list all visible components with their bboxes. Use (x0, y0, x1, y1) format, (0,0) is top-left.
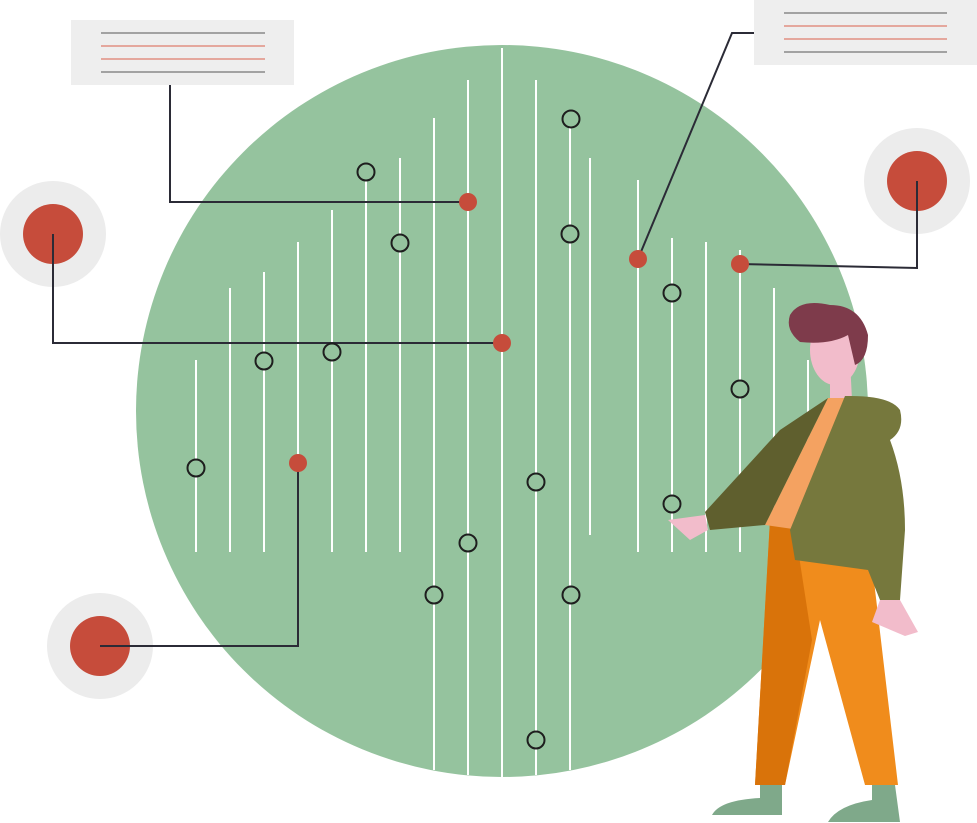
left-shoe (712, 785, 782, 815)
hair (788, 302, 868, 365)
data-node-icon (662, 283, 682, 303)
data-node-icon (186, 458, 206, 478)
data-node-icon (560, 224, 580, 244)
info-card-icon (71, 20, 294, 85)
data-nodes (0, 109, 970, 750)
jacket-sleeve (705, 398, 828, 530)
highlight-node-icon (289, 454, 307, 472)
data-node-icon (561, 585, 581, 605)
info-card-icon (754, 0, 977, 65)
shirt (765, 398, 850, 530)
left-hand (668, 515, 708, 540)
highlight-node-icon (493, 334, 511, 352)
highlight-node-icon (731, 255, 749, 273)
data-node-icon (458, 533, 478, 553)
highlight-node-icon (629, 250, 647, 268)
data-node-icon (526, 472, 546, 492)
data-node-icon (322, 342, 342, 362)
data-node-icon (730, 379, 750, 399)
data-node-icon (424, 585, 444, 605)
jacket (790, 395, 905, 600)
highlight-node-icon (459, 193, 477, 211)
data-node-icon (526, 730, 546, 750)
right-hand (872, 600, 918, 636)
data-node-icon (561, 109, 581, 129)
info-cards (71, 0, 977, 85)
data-node-icon (356, 162, 376, 182)
connector-line (637, 32, 755, 260)
data-node-icon (390, 233, 410, 253)
pants-shadow (755, 520, 812, 785)
person-illustration (668, 302, 918, 822)
data-node-icon (662, 494, 682, 514)
right-shoe (828, 785, 900, 822)
data-node-icon (254, 351, 274, 371)
connector-line (169, 85, 468, 203)
